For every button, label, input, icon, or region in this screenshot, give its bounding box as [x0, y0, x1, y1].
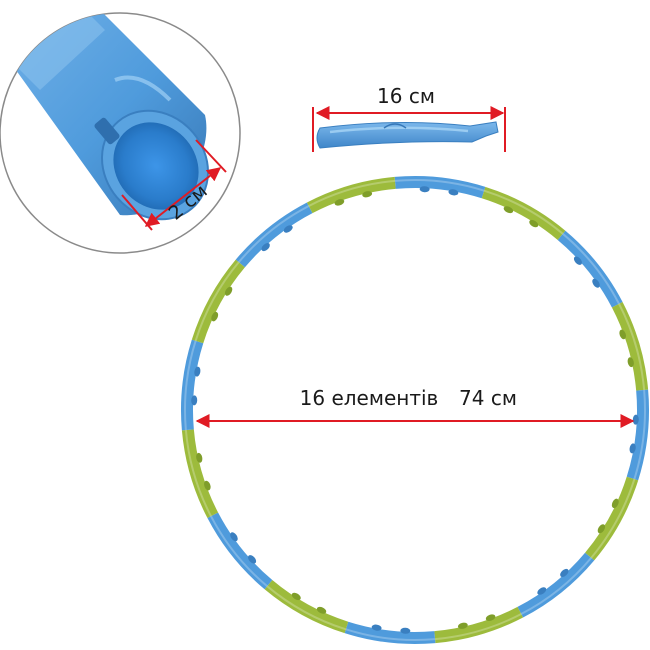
hoop-massage-bump — [448, 189, 459, 196]
hoop-segment-highlight — [184, 429, 212, 517]
hoop-massage-bump — [529, 219, 539, 228]
hoop-massage-bump — [230, 532, 238, 542]
hoop-segment-highlight — [184, 340, 197, 431]
hoop-massage-bump — [627, 357, 634, 368]
hoop-massage-bump — [597, 524, 606, 534]
hoop-massage-bump — [537, 587, 547, 595]
hoop-massage-bump — [291, 592, 301, 601]
hoop-massage-bump — [619, 329, 626, 340]
hoop-massage-bump — [196, 452, 203, 463]
hoop-massage-bump — [560, 568, 569, 577]
hoop-massage-bump — [629, 443, 636, 454]
hoop-segment-highlight — [345, 628, 436, 641]
hoop-elements-label: 16 елементів — [300, 386, 439, 410]
hoop-massage-bump — [248, 555, 257, 564]
hoop-massage-bump — [224, 286, 233, 296]
hoop-segment — [191, 259, 245, 344]
hoop-segment-highlight — [483, 189, 564, 235]
hoop-massage-bump — [592, 278, 600, 288]
hoop-diameter-label: 74 см — [459, 386, 517, 410]
hoop-massage-bump — [573, 256, 582, 265]
hoop-segment-highlight — [194, 261, 240, 342]
hoop-segment — [344, 621, 436, 644]
hoop-massage-bump — [485, 614, 496, 621]
hoop-segment — [235, 202, 313, 268]
hoop-massage-bump — [204, 480, 211, 491]
hoop-segment — [181, 429, 219, 519]
hoop-segment-highlight — [434, 613, 522, 641]
hoop-segment — [517, 552, 595, 618]
hoop-segment — [207, 512, 273, 590]
hoop-massage-bump — [261, 243, 270, 252]
hoop-segment — [611, 301, 649, 391]
hoop-segment-highlight — [562, 233, 620, 305]
segment-length-label: 16 см — [377, 84, 435, 108]
single-segment-illustration: 16 см — [312, 84, 506, 152]
hoop-massage-bump — [419, 186, 430, 193]
hoop-segment-highlight — [633, 389, 646, 480]
hula-hoop — [181, 176, 649, 644]
hoop-massage-bump — [362, 191, 373, 198]
hoop-segment — [434, 606, 524, 644]
hoop-segment — [626, 389, 649, 481]
hoop-massage-bump — [283, 225, 293, 233]
hoop-massage-bump — [611, 498, 619, 509]
hoop-segment-highlight — [266, 585, 347, 631]
hoop-massage-bump — [316, 606, 327, 614]
hoop-segment-highlight — [618, 303, 646, 391]
hoop-segment-highlight — [238, 205, 310, 263]
hoop-segment-highlight — [308, 179, 396, 207]
hoop-massage-bump — [503, 206, 514, 214]
hoop-segment — [557, 230, 623, 308]
hoop-segment — [181, 339, 204, 431]
hoop-segment — [394, 176, 486, 199]
tube-end-inset: 2 см — [0, 12, 241, 254]
hoop-massage-bump — [191, 395, 198, 406]
hoop-segment-highlight — [210, 515, 268, 587]
segment-piece — [316, 121, 499, 149]
hoop-segment — [585, 476, 639, 561]
hoop-segment — [306, 176, 396, 214]
hoop-segment — [481, 186, 566, 240]
hoop-segment — [264, 580, 349, 634]
hoop-massage-bump — [194, 366, 201, 377]
hoop-massage-bump — [334, 199, 345, 206]
hoop-segment-highlight — [394, 179, 485, 192]
hoop-segment-highlight — [590, 478, 636, 559]
hoop-massage-bump — [371, 624, 382, 631]
hoop-massage-bump — [400, 627, 411, 634]
hoop-massage-bump — [211, 311, 219, 322]
hoop-massage-bump — [457, 622, 468, 629]
hoop-diameter-dimension: 16 елементів 74 см — [195, 386, 635, 428]
hoop-segment-highlight — [520, 557, 592, 615]
